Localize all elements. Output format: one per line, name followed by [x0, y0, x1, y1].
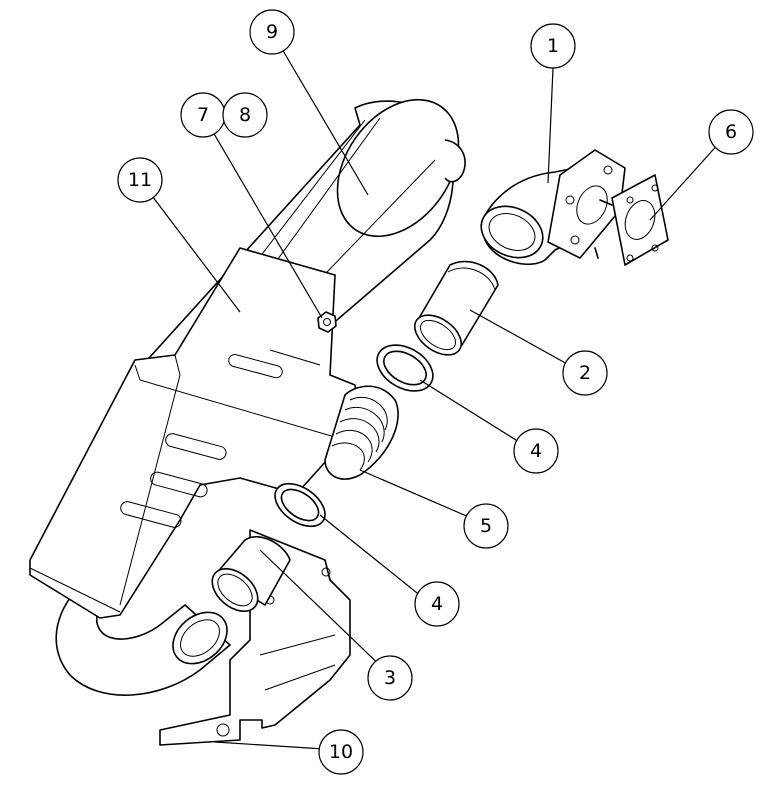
- leader-1: [547, 67, 554, 184]
- leader-5: [359, 469, 486, 525]
- flange-gasket: [611, 174, 669, 266]
- svg-text:5: 5: [480, 515, 492, 537]
- svg-text:4: 4: [530, 440, 542, 462]
- svg-text:9: 9: [266, 21, 278, 43]
- svg-text:7: 7: [197, 104, 209, 126]
- svg-text:1: 1: [547, 35, 559, 57]
- balloon-9: 9: [249, 9, 295, 55]
- balloon-7: 7: [180, 92, 226, 138]
- bolt-nut: [317, 311, 337, 333]
- gasket-ring-upper: [376, 344, 434, 392]
- balloon-2: 2: [562, 350, 608, 396]
- leader-9: [271, 31, 369, 196]
- inlet-elbow: [480, 149, 626, 265]
- svg-text:10: 10: [329, 741, 353, 763]
- balloon-10: 10: [318, 729, 364, 775]
- leader-4a: [419, 379, 533, 451]
- balloon-6: 6: [708, 109, 754, 155]
- sleeve-upper: [414, 260, 499, 356]
- balloon-11: 11: [117, 157, 163, 203]
- svg-text:3: 3: [384, 667, 396, 689]
- leader-7: [202, 114, 323, 319]
- balloon-5: 5: [463, 503, 509, 549]
- balloon-4-upper: 4: [513, 428, 559, 474]
- gasket-ring-lower: [274, 482, 326, 528]
- leader-2: [469, 309, 579, 371]
- flexible-hose: [324, 385, 399, 480]
- leader-11: [139, 179, 241, 313]
- sleeve-lower: [211, 535, 291, 612]
- svg-text:6: 6: [725, 121, 737, 143]
- balloon-8: 8: [222, 92, 268, 138]
- heat-shield: [29, 247, 361, 619]
- svg-text:4: 4: [431, 593, 443, 615]
- svg-text:11: 11: [128, 169, 152, 191]
- balloon-3: 3: [367, 655, 413, 701]
- mounting-bracket: [159, 529, 351, 746]
- svg-text:2: 2: [579, 362, 591, 384]
- leader-4b: [319, 514, 433, 606]
- svg-text:8: 8: [239, 104, 251, 126]
- leader-3: [259, 549, 391, 676]
- balloon-1: 1: [530, 23, 576, 69]
- balloon-4-lower: 4: [414, 581, 460, 627]
